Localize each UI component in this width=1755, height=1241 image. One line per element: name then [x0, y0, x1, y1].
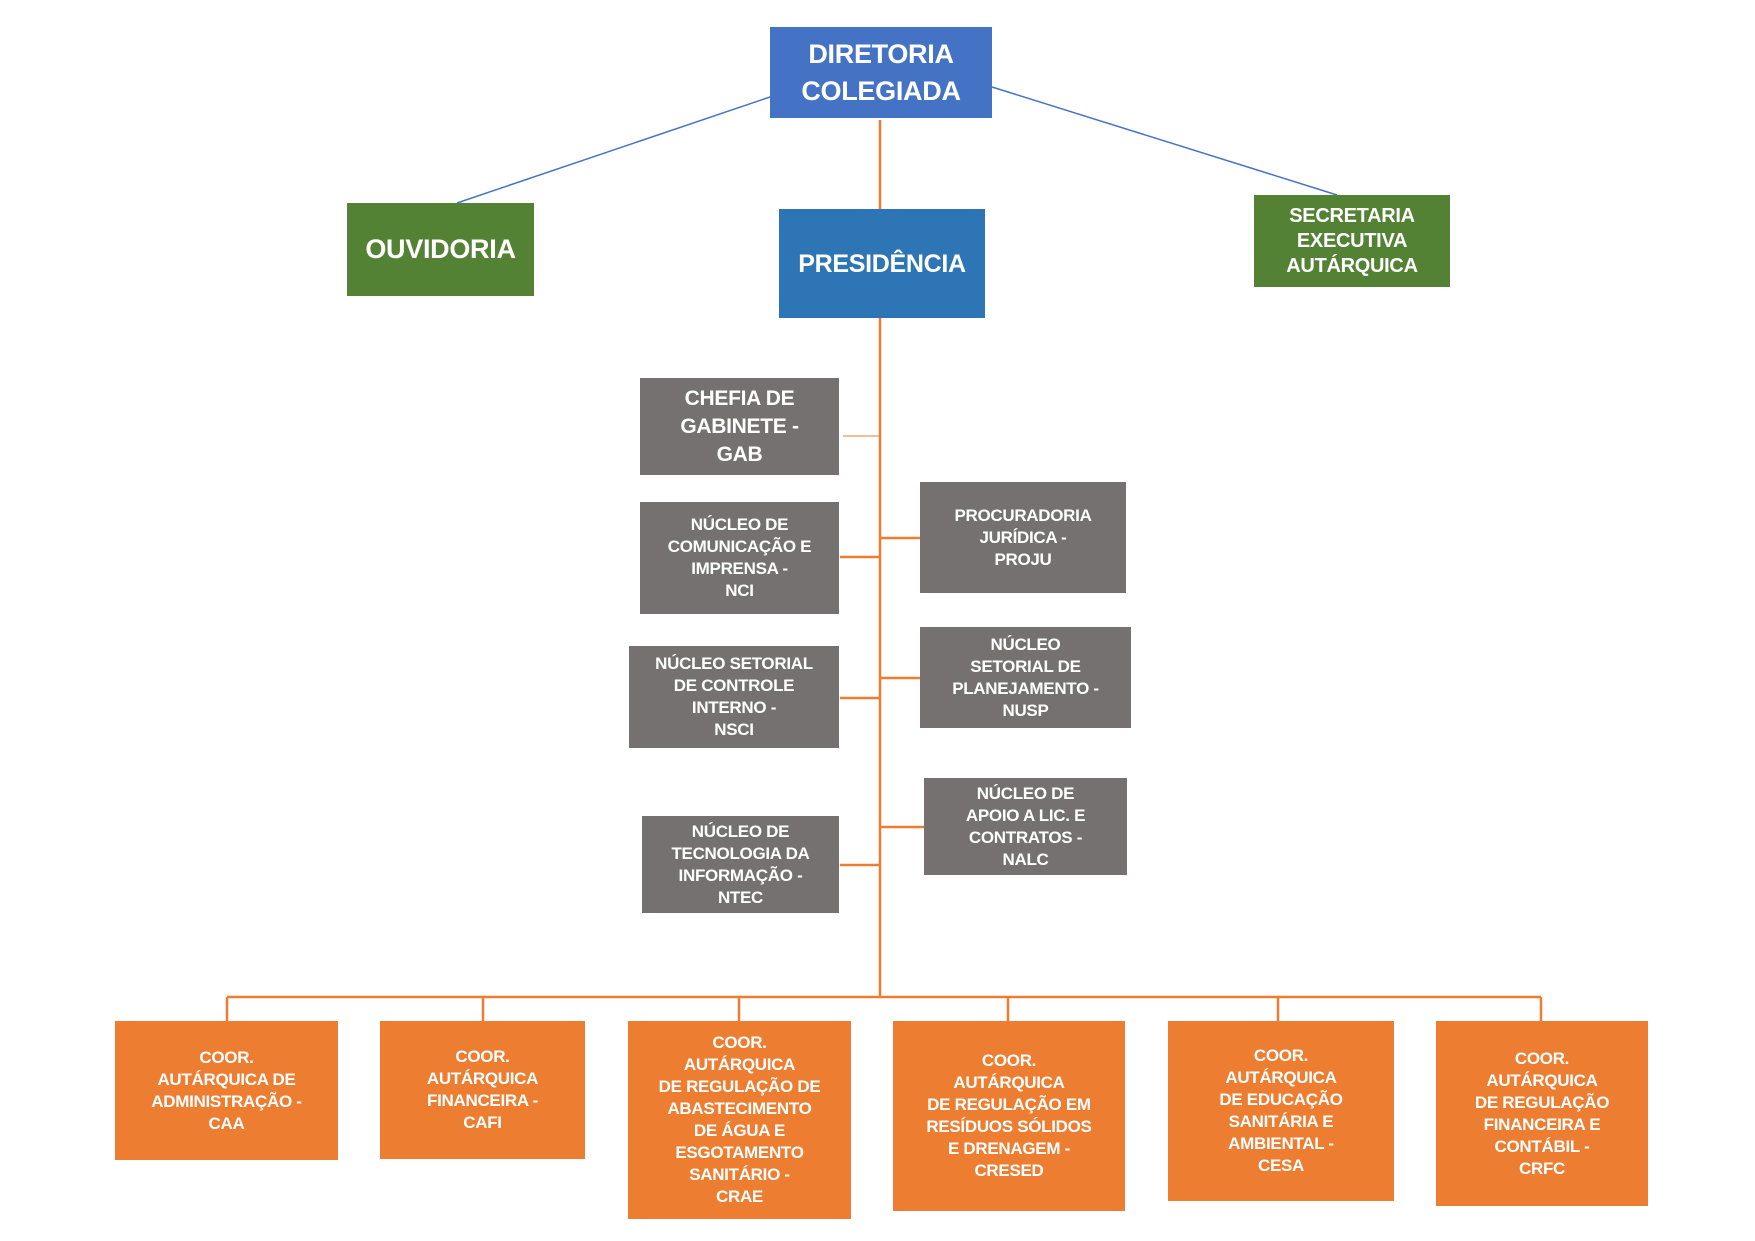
connector-top-to-ouvidoria: [456, 96, 771, 204]
coord-crae-label: COOR. AUTÁRQUICA DE REGULAÇÃO DE ABASTEC…: [658, 1033, 821, 1206]
unit-nusp-box: NÚCLEO SETORIAL DE PLANEJAMENTO - NUSP: [920, 627, 1131, 728]
unit-nci-label: NÚCLEO DE COMUNICAÇÃO E IMPRENSA - NCI: [667, 515, 812, 600]
unit-gab-label: CHEFIA DE GABINETE - GAB: [680, 386, 799, 466]
unit-ntec-box: NÚCLEO DE TECNOLOGIA DA INFORMAÇÃO - NTE…: [642, 816, 839, 913]
diretoria-colegiada-label: DIRETORIA COLEGIADA: [801, 38, 961, 106]
coord-crfc-label: COOR. AUTÁRQUICA DE REGULAÇÃO FINANCEIRA…: [1474, 1048, 1610, 1178]
presidencia-box: PRESIDÊNCIA: [779, 209, 985, 318]
coord-cresed-box: COOR. AUTÁRQUICA DE REGULAÇÃO EM RESÍDUO…: [893, 1021, 1125, 1211]
unit-proju-label: PROCURADORIA JURÍDICA - PROJU: [954, 505, 1092, 569]
coord-cafi-box: COOR. AUTÁRQUICA FINANCEIRA - CAFI: [380, 1021, 585, 1159]
unit-nalc-box: NÚCLEO DE APOIO A LIC. E CONTRATOS - NAL…: [924, 778, 1127, 875]
coord-caa-label: COOR. AUTÁRQUICA DE ADMINISTRAÇÃO - CAA: [151, 1047, 302, 1133]
presidencia-label: PRESIDÊNCIA: [798, 249, 966, 278]
diretoria-colegiada-box: DIRETORIA COLEGIADA: [770, 27, 992, 118]
coord-cesa-label: COOR. AUTÁRQUICA DE EDUCAÇÃO SANITÁRIA E…: [1219, 1046, 1343, 1175]
secretaria-executiva-box: SECRETARIA EXECUTIVA AUTÁRQUICA: [1254, 195, 1450, 287]
coord-cesa-box: COOR. AUTÁRQUICA DE EDUCAÇÃO SANITÁRIA E…: [1168, 1021, 1394, 1201]
unit-gab-box: CHEFIA DE GABINETE - GAB: [640, 378, 839, 475]
coord-crfc-box: COOR. AUTÁRQUICA DE REGULAÇÃO FINANCEIRA…: [1436, 1021, 1648, 1206]
unit-nalc-label: NÚCLEO DE APOIO A LIC. E CONTRATOS - NAL…: [965, 783, 1086, 869]
connector-top-to-secretaria: [991, 86, 1338, 196]
coord-cafi-label: COOR. AUTÁRQUICA FINANCEIRA - CAFI: [426, 1047, 539, 1132]
unit-ntec-label: NÚCLEO DE TECNOLOGIA DA INFORMAÇÃO - NTE…: [671, 821, 810, 907]
unit-proju-box: PROCURADORIA JURÍDICA - PROJU: [920, 482, 1126, 593]
unit-nusp-label: NÚCLEO SETORIAL DE PLANEJAMENTO - NUSP: [952, 634, 1099, 720]
secretaria-executiva-label: SECRETARIA EXECUTIVA AUTÁRQUICA: [1286, 204, 1418, 277]
unit-nsci-label: NÚCLEO SETORIAL DE CONTROLE INTERNO - NS…: [655, 654, 813, 739]
coord-cresed-label: COOR. AUTÁRQUICA DE REGULAÇÃO EM RESÍDUO…: [926, 1051, 1092, 1180]
coord-crae-box: COOR. AUTÁRQUICA DE REGULAÇÃO DE ABASTEC…: [628, 1021, 851, 1219]
unit-nsci-box: NÚCLEO SETORIAL DE CONTROLE INTERNO - NS…: [629, 646, 839, 748]
coord-caa-box: COOR. AUTÁRQUICA DE ADMINISTRAÇÃO - CAA: [115, 1021, 338, 1160]
unit-nci-box: NÚCLEO DE COMUNICAÇÃO E IMPRENSA - NCI: [640, 502, 839, 614]
ouvidoria-box: OUVIDORIA: [347, 203, 534, 296]
ouvidoria-label: OUVIDORIA: [365, 234, 516, 264]
